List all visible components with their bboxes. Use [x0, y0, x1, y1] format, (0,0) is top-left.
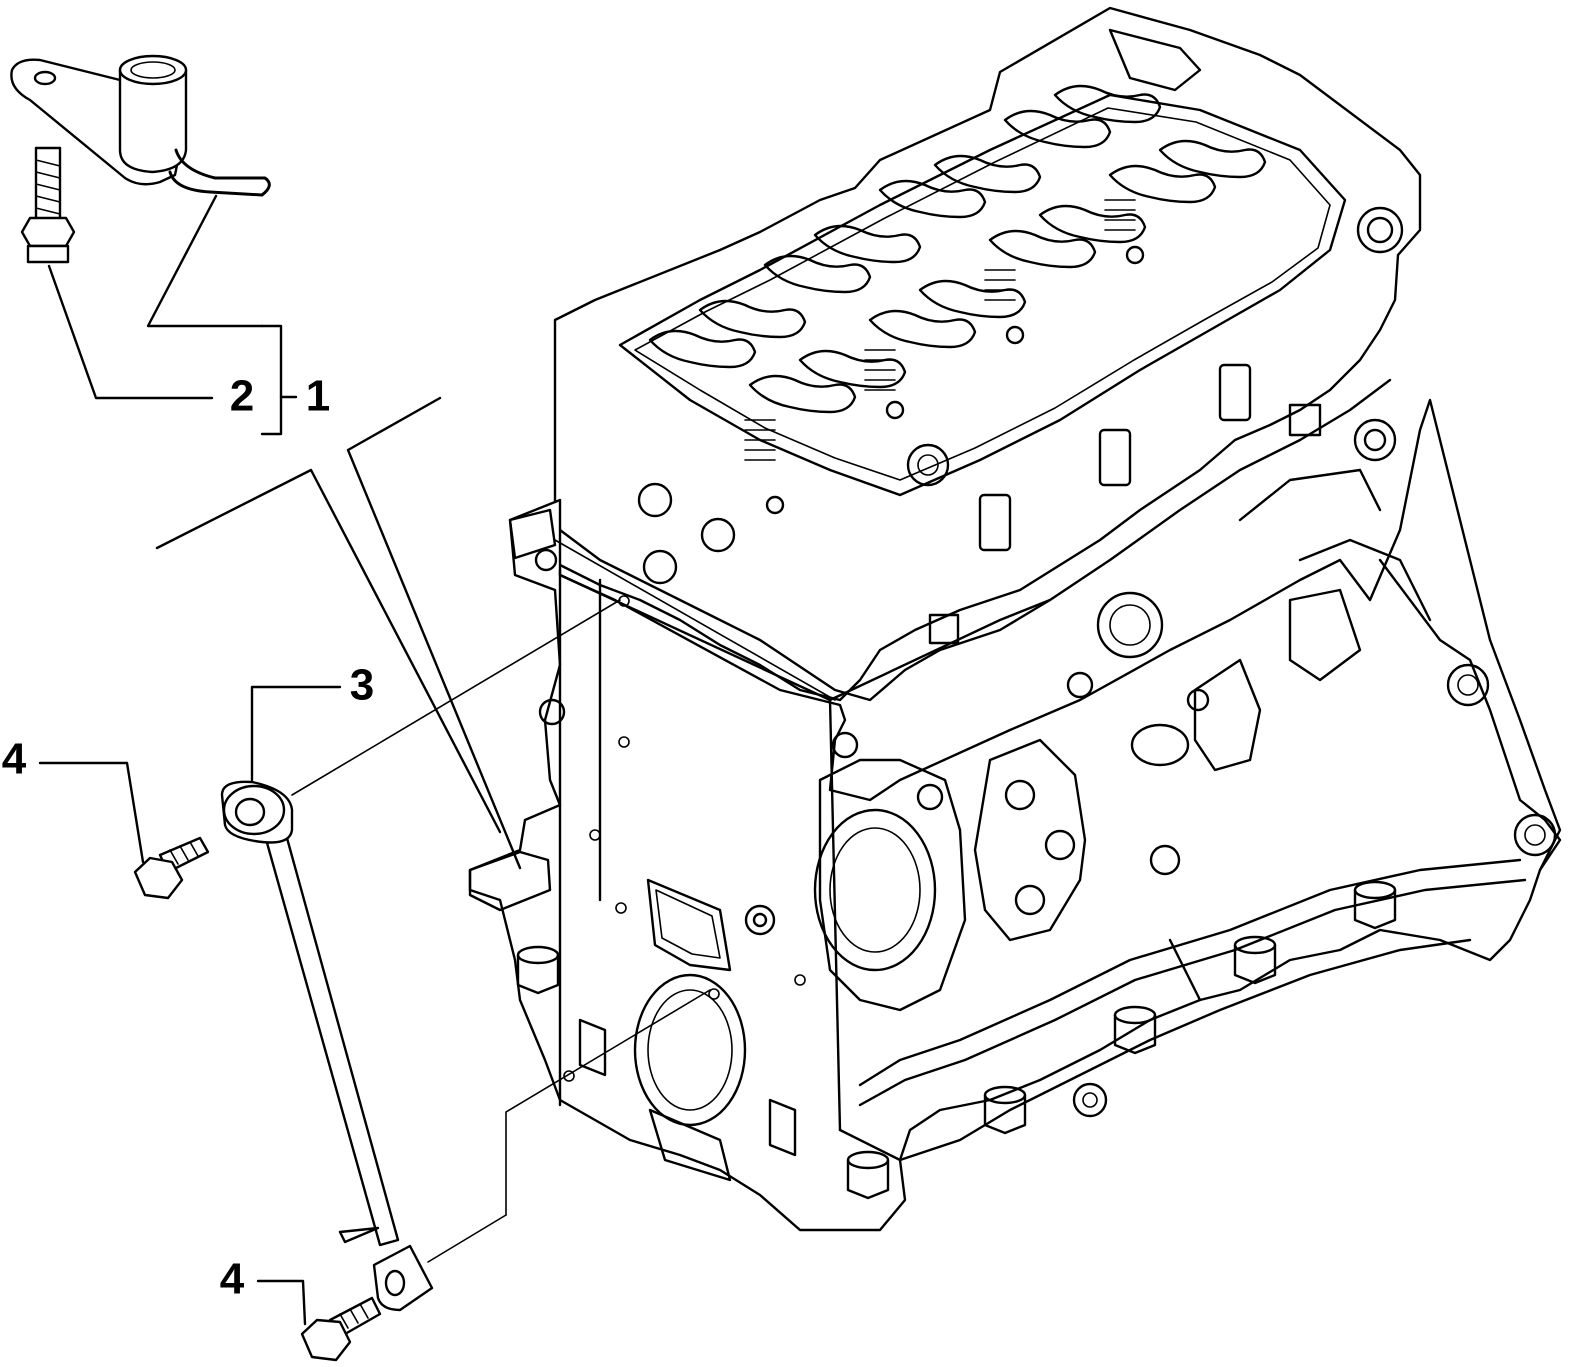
callout-4-upper: 4	[2, 735, 27, 784]
callout-3: 3	[350, 661, 374, 710]
callout-2: 2	[230, 372, 254, 421]
block-bottom-bolts	[516, 880, 1397, 1200]
dipstick-tube-part-3	[220, 780, 434, 1312]
bolt-part-2	[20, 146, 76, 264]
rocker-arm-group	[648, 84, 1267, 515]
callout-1: 1	[306, 372, 330, 421]
oil-pipe-bracket-part-1	[10, 54, 271, 197]
bolt-part-4-upper	[133, 836, 210, 900]
engine-block	[468, 6, 1562, 1232]
leader-lines	[38, 194, 711, 1326]
callout-4-lower: 4	[220, 1255, 245, 1304]
bolt-part-4-lower	[300, 1296, 382, 1362]
